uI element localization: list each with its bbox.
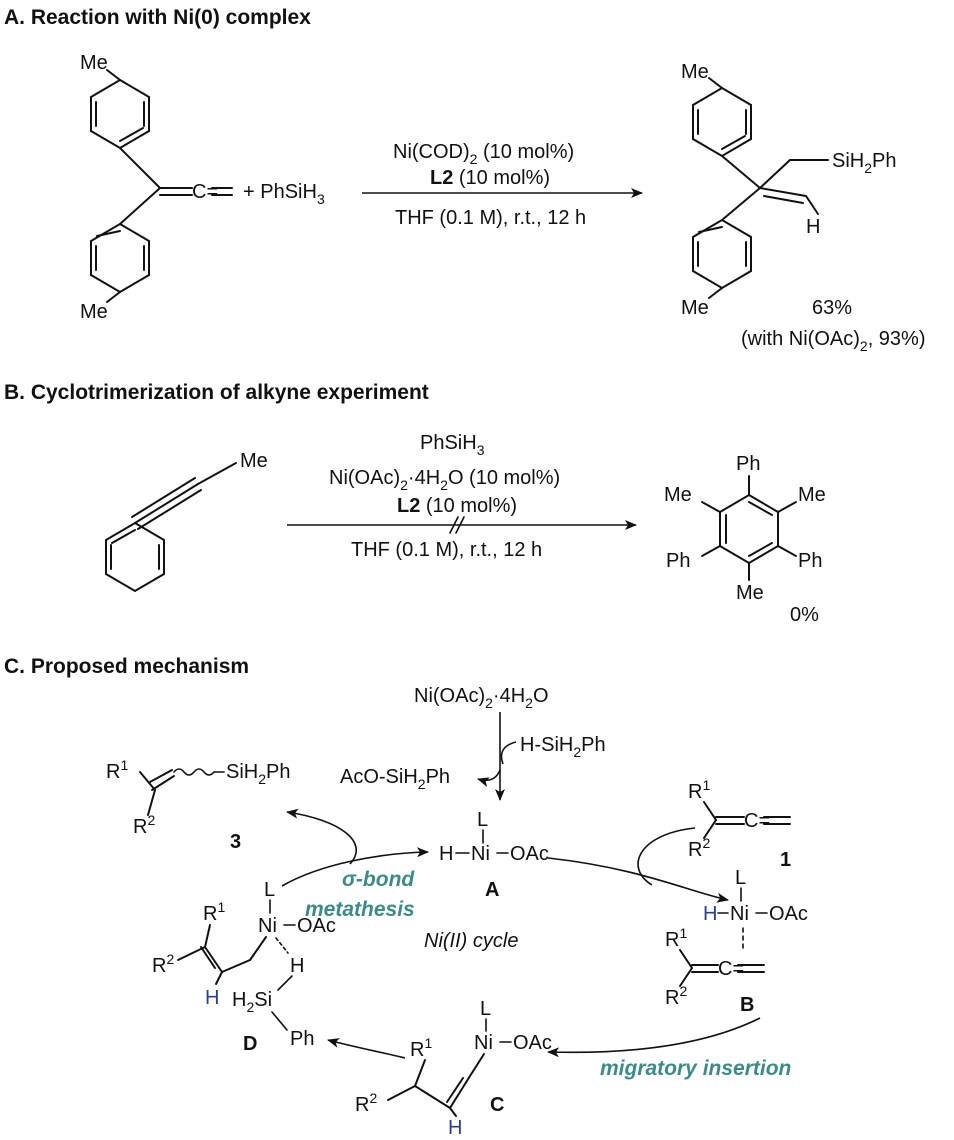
hsi-reagent: H-SiH2Ph — [520, 734, 606, 760]
p3-r2: R2 — [133, 812, 155, 838]
reagent-phsih3: + PhSiH3 — [243, 181, 325, 207]
c-oac: OAc — [513, 1032, 552, 1054]
arrow-b-to-c — [547, 1017, 761, 1058]
d-hb: H — [205, 987, 219, 1009]
section-b-title: B. Cyclotrimerization of alkyne experime… — [4, 381, 429, 404]
d-r1: R1 — [203, 899, 225, 925]
cond-a-1: Ni(COD)2 (10 mol%) — [393, 141, 574, 167]
prod-b-ph-top: Ph — [736, 453, 760, 475]
yield-a: 63% — [812, 297, 852, 319]
label-1: 1 — [780, 849, 791, 871]
intermediate-b: L H Ni OAc R1 R2 C= B — [665, 867, 808, 1016]
label-b: B — [740, 994, 754, 1016]
b-l: L — [735, 867, 746, 889]
metathesis-label: metathesis — [305, 898, 415, 921]
cycle-label: Ni(II) cycle — [424, 930, 518, 952]
d-si: H2Si — [232, 989, 272, 1015]
b-r1: R1 — [665, 925, 687, 951]
migratory-insertion-label: migratory insertion — [600, 1057, 791, 1080]
allene-me-top: Me — [80, 52, 108, 74]
section-a-title: A. Reaction with Ni(0) complex — [4, 6, 311, 29]
p3-r1: R1 — [106, 757, 128, 783]
acosi-curved-arrow — [477, 769, 501, 787]
hexasubstituted-benzene: Ph Me Me Ph Ph Me — [664, 453, 826, 604]
arrow-c-to-d — [327, 1038, 406, 1059]
c-h: H — [448, 1117, 462, 1139]
d-ph: Ph — [290, 1028, 314, 1050]
cond-b-3: L2 (10 mol%) — [397, 495, 517, 517]
alkyne-me: Me — [240, 450, 268, 472]
d-l: L — [264, 879, 275, 901]
diaryl-allene: Me C= Me — [80, 52, 233, 323]
hsi-curved-arrow — [500, 741, 517, 765]
a-oac: OAc — [510, 843, 549, 865]
c-l: L — [480, 998, 491, 1020]
s1-r2: R2 — [688, 835, 710, 861]
b-cc: C= — [718, 958, 744, 980]
prod-a-h: H — [806, 216, 820, 238]
section-c-title: C. Proposed mechanism — [4, 655, 249, 678]
label-a: A — [485, 879, 499, 901]
b-ni: Ni — [730, 903, 749, 925]
cond-a-2: L2 (10 mol%) — [430, 167, 550, 189]
phenylpropyne: Me — [105, 450, 268, 593]
allene-cc: C= — [192, 181, 218, 203]
arrow-a-to-b — [547, 857, 729, 903]
intermediate-d: L Ni OAc R1 R2 H H H2Si Ph D — [152, 879, 336, 1055]
arrow-substrate-into-cycle — [637, 827, 696, 886]
arrow-b-slash-1 — [449, 516, 459, 534]
substrate-1: R1 R2 C= 1 — [688, 777, 791, 871]
prod-b-ph-right: Ph — [798, 550, 822, 572]
a-l: L — [477, 809, 488, 831]
d-ni: Ni — [258, 915, 277, 937]
prod-b-me-left: Me — [664, 484, 692, 506]
intermediate-c: L Ni OAc R1 R2 H C — [355, 998, 552, 1139]
prod-a-me-bottom: Me — [681, 297, 709, 319]
arrow-b-slash-2 — [455, 516, 465, 534]
product-3: R1 R2 SiH2Ph 3 — [106, 757, 291, 853]
allylsilane-product: Me H SiH2Ph Me — [681, 61, 897, 319]
intermediate-a: L H Ni OAc A — [439, 809, 549, 901]
b-h: H — [703, 903, 717, 925]
sigma-bond-label: σ-bond — [342, 868, 415, 891]
prod-a-silyl: SiH2Ph — [832, 150, 897, 176]
c-ni: Ni — [474, 1032, 493, 1054]
label-d: D — [243, 1033, 257, 1055]
cond-b-4: THF (0.1 M), r.t., 12 h — [351, 539, 542, 561]
a-ni: Ni — [471, 843, 490, 865]
acosi-byproduct: AcO-SiH2Ph — [340, 766, 450, 792]
prod-a-me-top: Me — [681, 61, 709, 83]
b-r2: R2 — [665, 983, 687, 1009]
cond-a-3: THF (0.1 M), r.t., 12 h — [395, 207, 586, 229]
label-3: 3 — [230, 831, 241, 853]
prod-b-me-bottom: Me — [736, 582, 764, 604]
s1-r1: R1 — [688, 777, 710, 803]
cond-b-2: Ni(OAc)2·4H2O (10 mol%) — [329, 467, 560, 493]
b-oac: OAc — [769, 903, 808, 925]
a-h: H — [439, 843, 453, 865]
s1-cc: C= — [744, 810, 770, 832]
c-r2: R2 — [355, 1090, 377, 1116]
arrow-d-to-a — [281, 847, 429, 887]
d-r2: R2 — [152, 951, 174, 977]
allene-me-bottom: Me — [80, 301, 108, 323]
d-oac: OAc — [297, 915, 336, 937]
p3-si: SiH2Ph — [226, 761, 291, 787]
precatalyst: Ni(OAc)2·4H2O — [414, 685, 549, 711]
prod-b-ph-left: Ph — [666, 550, 690, 572]
arrow-product-release — [286, 808, 357, 865]
prod-b-me-right: Me — [798, 484, 826, 506]
yield-b: 0% — [790, 604, 819, 626]
c-r1: R1 — [410, 1035, 432, 1061]
d-h: H — [290, 955, 304, 977]
cond-b-1: PhSiH3 — [420, 432, 485, 458]
label-c: C — [490, 1094, 504, 1116]
yield-a-2: (with Ni(OAc)2, 93%) — [741, 328, 926, 354]
